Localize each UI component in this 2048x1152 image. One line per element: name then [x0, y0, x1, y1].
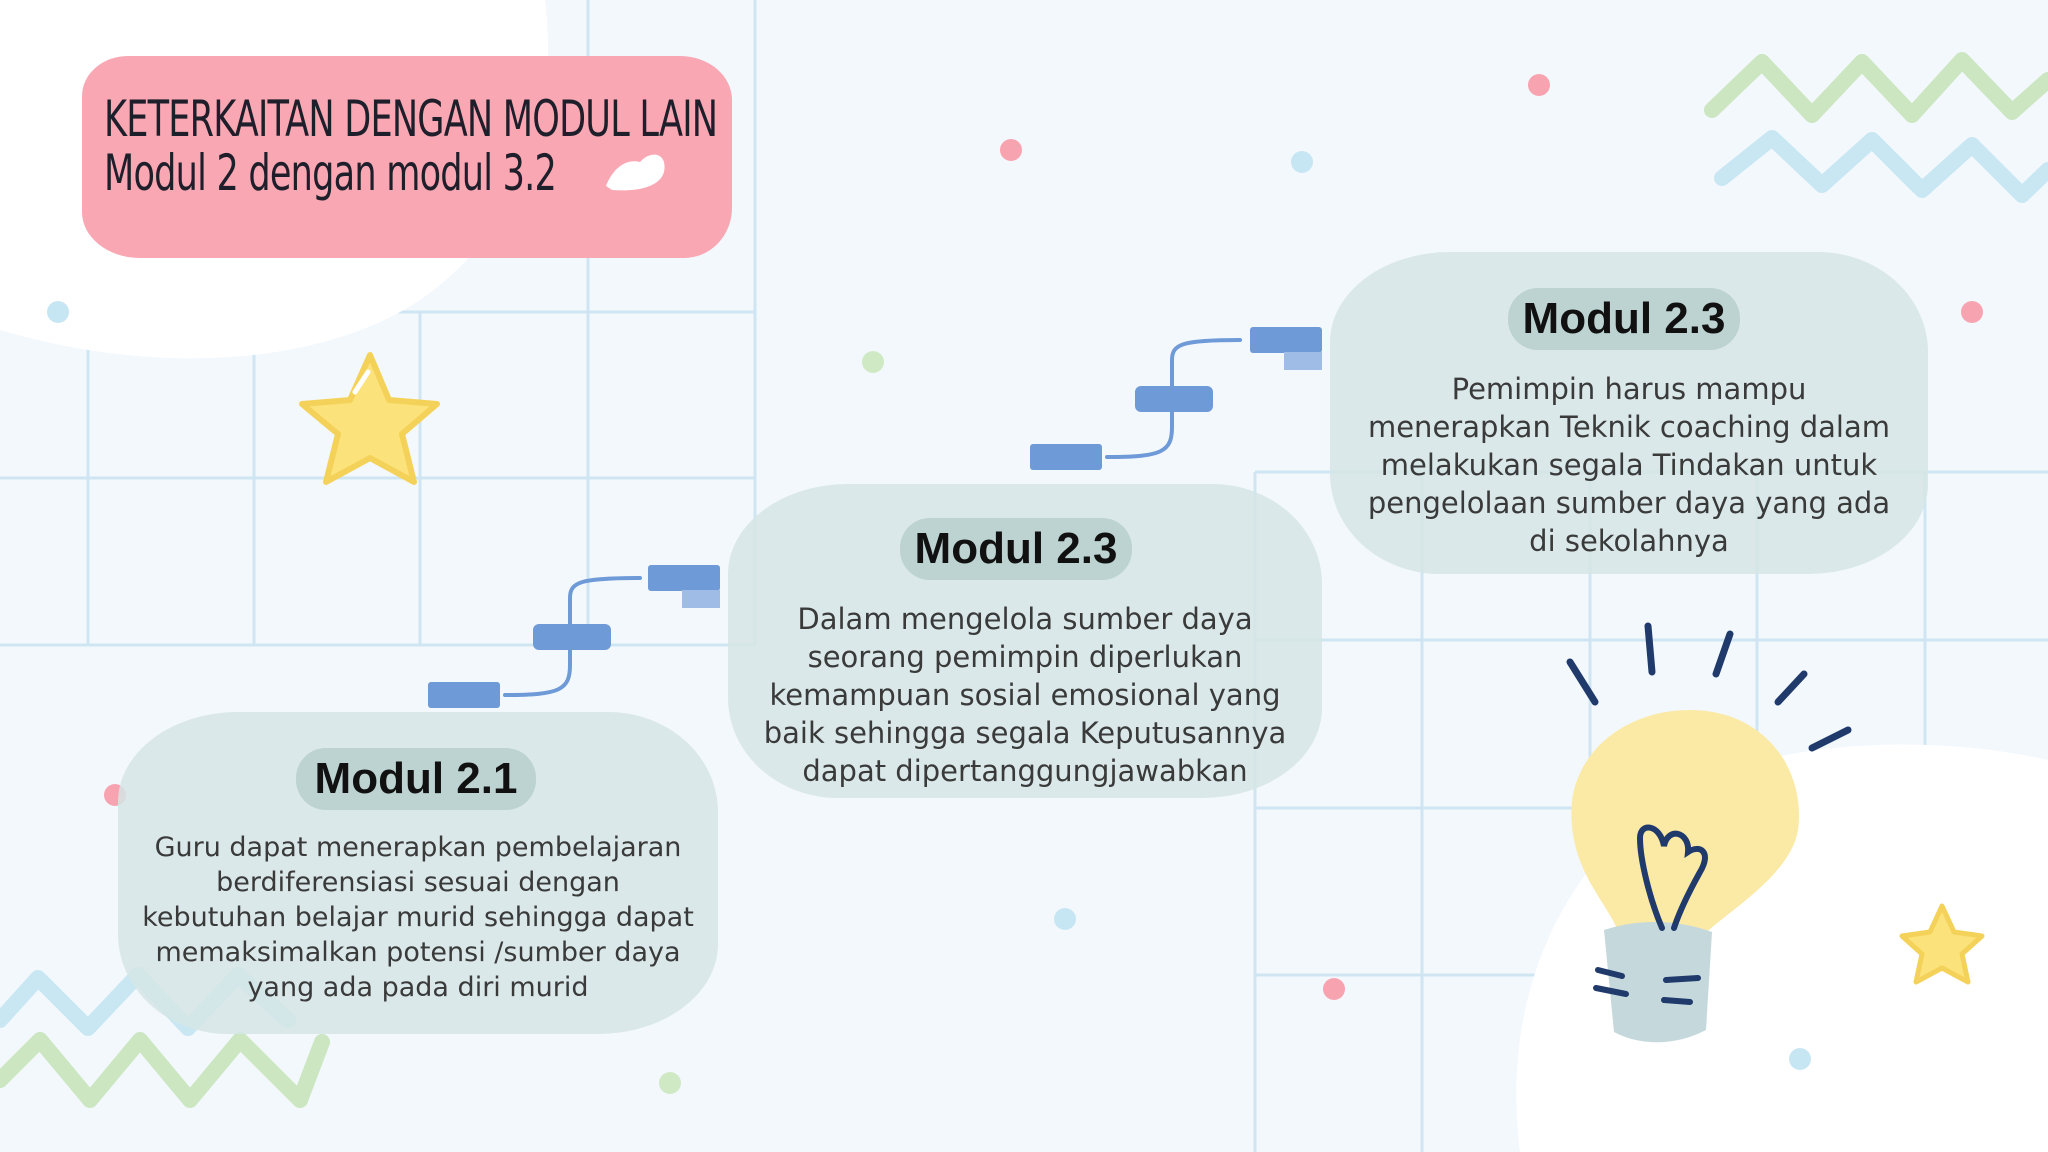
card-line: Dalam mengelola sumber daya [797, 602, 1253, 636]
card-line: baik sehingga segala Keputusannya [763, 716, 1287, 750]
title-box [82, 56, 732, 258]
card-body: Pemimpin harus mampu menerapkan Teknik c… [1332, 370, 1926, 560]
card-line: Guru dapat menerapkan pembelajaran [154, 832, 682, 863]
card-body: Guru dapat menerapkan pembelajaran berdi… [120, 830, 716, 1005]
card-heading: Modul 2.3 [900, 518, 1132, 580]
card-line: seorang pemimpin diperlukan [807, 640, 1243, 674]
card-line: kemampuan sosial emosional yang [769, 678, 1281, 712]
card-line: di sekolahnya [1529, 524, 1729, 558]
card-heading: Modul 2.3 [1508, 288, 1740, 350]
card-heading: Modul 2.1 [296, 748, 536, 810]
card-line: kebutuhan belajar murid sehingga dapat [142, 902, 694, 933]
card-line: dapat dipertanggungjawabkan [802, 754, 1248, 788]
card-line: memaksimalkan potensi /sumber daya [155, 937, 681, 968]
card-line: berdiferensiasi sesuai dengan [216, 867, 620, 898]
card-line: pengelolaan sumber daya yang ada [1367, 486, 1891, 520]
card-line: melakukan segala Tindakan untuk [1380, 448, 1878, 482]
card-body: Dalam mengelola sumber daya seorang pemi… [730, 600, 1320, 790]
card-line: menerapkan Teknik coaching dalam [1367, 410, 1891, 444]
card-line: Pemimpin harus mampu [1451, 372, 1807, 406]
card-line: yang ada pada diri murid [247, 972, 589, 1003]
title-line-2: Modul 2 dengan modul 3.2 [104, 144, 557, 202]
